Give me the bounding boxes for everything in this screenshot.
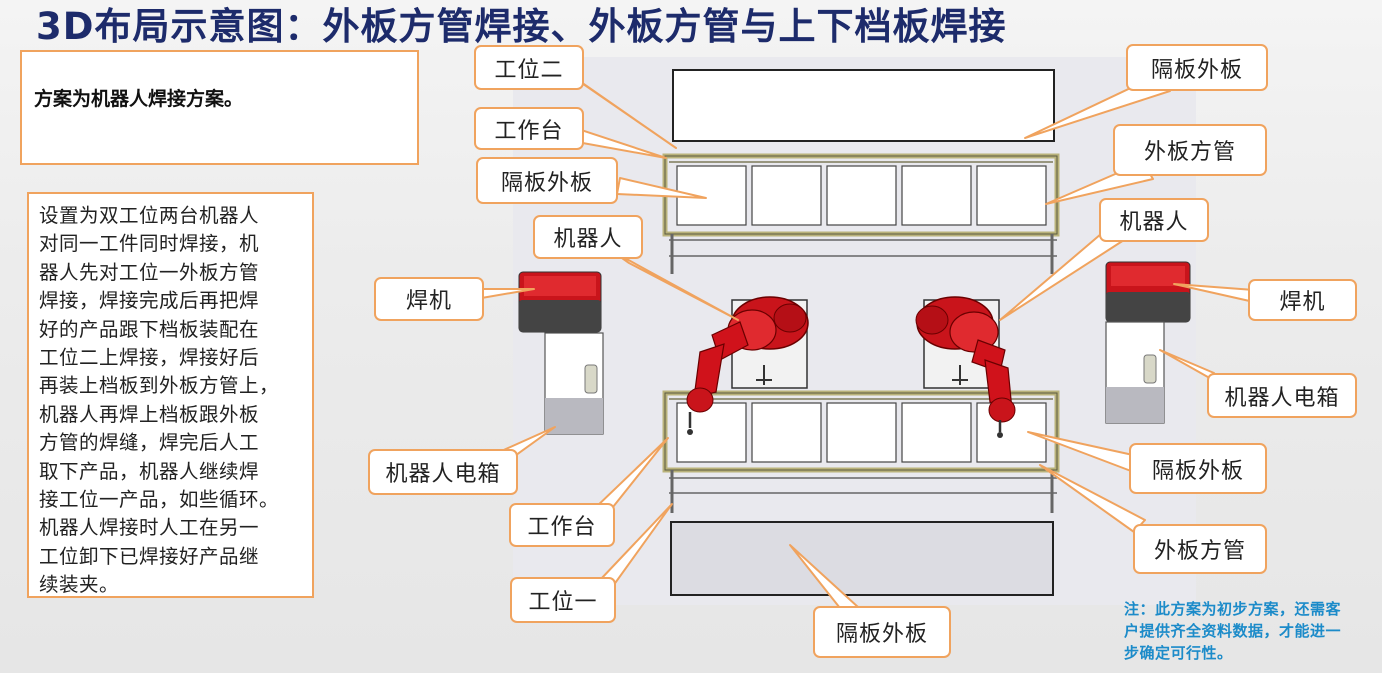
description-line: 好的产品跟下档板装配在: [39, 317, 260, 341]
label-partition-right-top: 隔板外板: [1126, 44, 1268, 91]
robot-cabinet-right: [1105, 321, 1165, 424]
description-line: 接工位一产品，如些循环。: [39, 488, 280, 512]
label-cabinet-left: 机器人电箱: [368, 449, 518, 495]
description-line: 方管的焊缝，焊完后人工: [39, 431, 260, 455]
welder-right: [1105, 261, 1191, 323]
label-tube-right-top: 外板方管: [1113, 124, 1267, 176]
page-title: 3D布局示意图：外板方管焊接、外板方管与上下档板焊接: [36, 5, 1007, 48]
label-welder-left: 焊机: [374, 277, 484, 321]
note-line: 注：此方案为初步方案，还需客: [1124, 600, 1342, 618]
station1-plate: [670, 521, 1054, 596]
robot-cabinet-left: [544, 332, 604, 435]
label-cabinet-right: 机器人电箱: [1207, 373, 1357, 418]
label-tube-right-bottom: 外板方管: [1133, 524, 1267, 574]
label-robot-right: 机器人: [1099, 198, 1209, 242]
callout-pointers: [465, 67, 1255, 628]
label-robot-left: 机器人: [533, 215, 643, 259]
description-line: 再装上档板到外板方管上，: [39, 374, 280, 398]
note-line: 户提供齐全资料数据，才能进一: [1124, 622, 1342, 640]
label-partition-left-top: 隔板外板: [476, 157, 618, 204]
label-station1: 工位一: [510, 577, 616, 623]
label-station2: 工位二: [474, 45, 584, 90]
description-line: 取下产品，机器人继续焊: [39, 459, 260, 483]
description-line: 对同一工件同时焊接，机: [39, 232, 260, 256]
label-workbench-bottom: 工作台: [509, 503, 615, 547]
description-line: 工位二上焊接，焊接好后: [39, 346, 260, 370]
description-line: 续装夹。: [39, 573, 120, 597]
note-text: 注：此方案为初步方案，还需客 户提供齐全资料数据，才能进一 步确定可行性。: [1124, 598, 1382, 664]
description-line: 机器人再焊上档板跟外板: [39, 402, 260, 426]
description-line: 设置为双工位两台机器人: [39, 204, 260, 227]
robot-left: [686, 296, 809, 435]
label-workbench-top: 工作台: [474, 107, 584, 150]
station2-plate: [672, 69, 1055, 142]
description-line: 机器人焊接时人工在另一: [39, 516, 260, 540]
label-welder-right: 焊机: [1248, 279, 1357, 321]
welder-left: [518, 271, 602, 333]
robot-right: [915, 296, 1016, 438]
workbench-top: [662, 153, 1060, 274]
intro-box: 方案为机器人焊接方案。: [20, 50, 419, 165]
description-line: 器人先对工位一外板方管: [39, 260, 260, 284]
description-line: 焊接，焊接完成后再把焊: [39, 289, 260, 313]
note-line: 步确定可行性。: [1124, 644, 1233, 662]
description-line: 工位卸下已焊接好产品继: [39, 544, 260, 568]
intro-text: 方案为机器人焊接方案。: [34, 88, 244, 110]
label-partition-right-mid: 隔板外板: [1129, 443, 1267, 494]
description-box: 设置为双工位两台机器人 对同一工件同时焊接，机 器人先对工位一外板方管 焊接，焊…: [27, 192, 314, 598]
label-partition-bottom: 隔板外板: [813, 606, 951, 658]
